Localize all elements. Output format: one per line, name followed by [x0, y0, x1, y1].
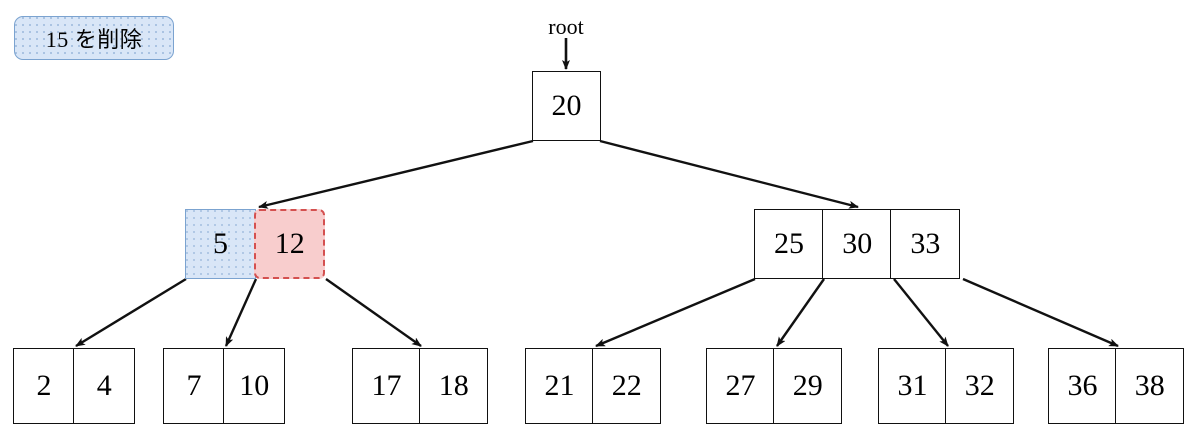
- tree-key-value: 5: [213, 227, 228, 260]
- tree-node-root: 20: [532, 71, 601, 141]
- tree-key-value: 27: [725, 369, 756, 402]
- tree-key-cell-leaf-6-0[interactable]: 31: [878, 348, 947, 424]
- tree-key-cell-internal-right-2[interactable]: 33: [890, 209, 961, 279]
- tree-key-cell-internal-right-0[interactable]: 25: [754, 209, 824, 279]
- tree-node-leaf-6: 31 32: [878, 348, 1015, 424]
- tree-key-value: 2: [36, 369, 52, 402]
- tree-node-internal-left: 5 12: [185, 209, 326, 279]
- tree-key-cell-internal-left-0[interactable]: 5: [185, 209, 256, 279]
- tree-key-value: 10: [239, 369, 270, 402]
- tree-key-cell-leaf-1-0[interactable]: 2: [13, 348, 75, 424]
- tree-key-value: 38: [1134, 369, 1165, 402]
- tree-key-cell-leaf-1-1[interactable]: 4: [73, 348, 136, 424]
- tree-edge-internal-right-to-leaf-4: [595, 277, 756, 348]
- tree-key-cell-leaf-6-1[interactable]: 32: [945, 348, 1015, 424]
- tree-key-cell-leaf-4-1[interactable]: 22: [592, 348, 662, 424]
- tree-edge-internal-right-to-leaf-7: [962, 277, 1119, 348]
- tree-key-value: 30: [842, 227, 873, 260]
- operation-annotation-text: 15 を削除: [45, 27, 143, 52]
- tree-edge-internal-left-to-leaf-1: [75, 277, 187, 348]
- tree-key-cell-root-0[interactable]: 20: [532, 71, 601, 141]
- tree-key-cell-leaf-5-0[interactable]: 27: [706, 348, 775, 424]
- tree-key-value: 29: [792, 369, 823, 402]
- tree-key-value: 21: [544, 369, 575, 402]
- tree-key-value: 33: [910, 227, 941, 260]
- tree-edge-internal-right-to-leaf-5: [776, 278, 825, 347]
- tree-edge-root-to-internal-right: [599, 139, 859, 209]
- tree-key-cell-leaf-3-1[interactable]: 18: [419, 348, 489, 424]
- tree-key-cell-leaf-2-1[interactable]: 10: [223, 348, 286, 424]
- tree-key-value: 17: [371, 369, 402, 402]
- tree-key-cell-internal-right-1[interactable]: 30: [822, 209, 893, 279]
- tree-key-value: 18: [438, 369, 469, 402]
- tree-key-cell-internal-left-1[interactable]: 12: [254, 209, 326, 279]
- tree-key-value: 25: [774, 227, 804, 260]
- tree-edges: [75, 139, 1119, 348]
- tree-key-cell-leaf-3-0[interactable]: 17: [352, 348, 421, 424]
- tree-key-cell-leaf-4-0[interactable]: 21: [525, 348, 594, 424]
- tree-key-cell-leaf-2-0[interactable]: 7: [163, 348, 225, 424]
- tree-edge-root-to-internal-left: [258, 139, 534, 209]
- tree-edge-internal-right-to-leaf-6: [893, 278, 949, 347]
- tree-key-value: 12: [274, 227, 305, 260]
- tree-key-value: 36: [1067, 369, 1098, 402]
- operation-annotation-badge: 15 を削除: [14, 16, 174, 60]
- tree-edge-internal-left-to-leaf-3: [325, 278, 422, 347]
- tree-key-value: 22: [611, 369, 642, 402]
- tree-node-internal-right: 25 30 33: [754, 209, 961, 279]
- tree-key-value: 20: [551, 89, 582, 122]
- tree-node-leaf-7: 36 38: [1048, 348, 1185, 424]
- tree-key-value: 32: [964, 369, 995, 402]
- tree-key-cell-leaf-7-1[interactable]: 38: [1115, 348, 1185, 424]
- tree-key-value: 7: [186, 369, 202, 402]
- tree-node-leaf-4: 21 22: [525, 348, 662, 424]
- tree-node-leaf-2: 7 10: [163, 348, 286, 424]
- tree-key-value: 4: [96, 369, 112, 402]
- tree-key-cell-leaf-7-0[interactable]: 36: [1048, 348, 1117, 424]
- tree-key-value: 31: [897, 369, 928, 402]
- tree-key-cell-leaf-5-1[interactable]: 29: [773, 348, 843, 424]
- tree-node-leaf-5: 27 29: [706, 348, 843, 424]
- tree-edge-internal-left-to-leaf-2: [224, 278, 258, 347]
- root-pointer-label: root: [548, 14, 584, 39]
